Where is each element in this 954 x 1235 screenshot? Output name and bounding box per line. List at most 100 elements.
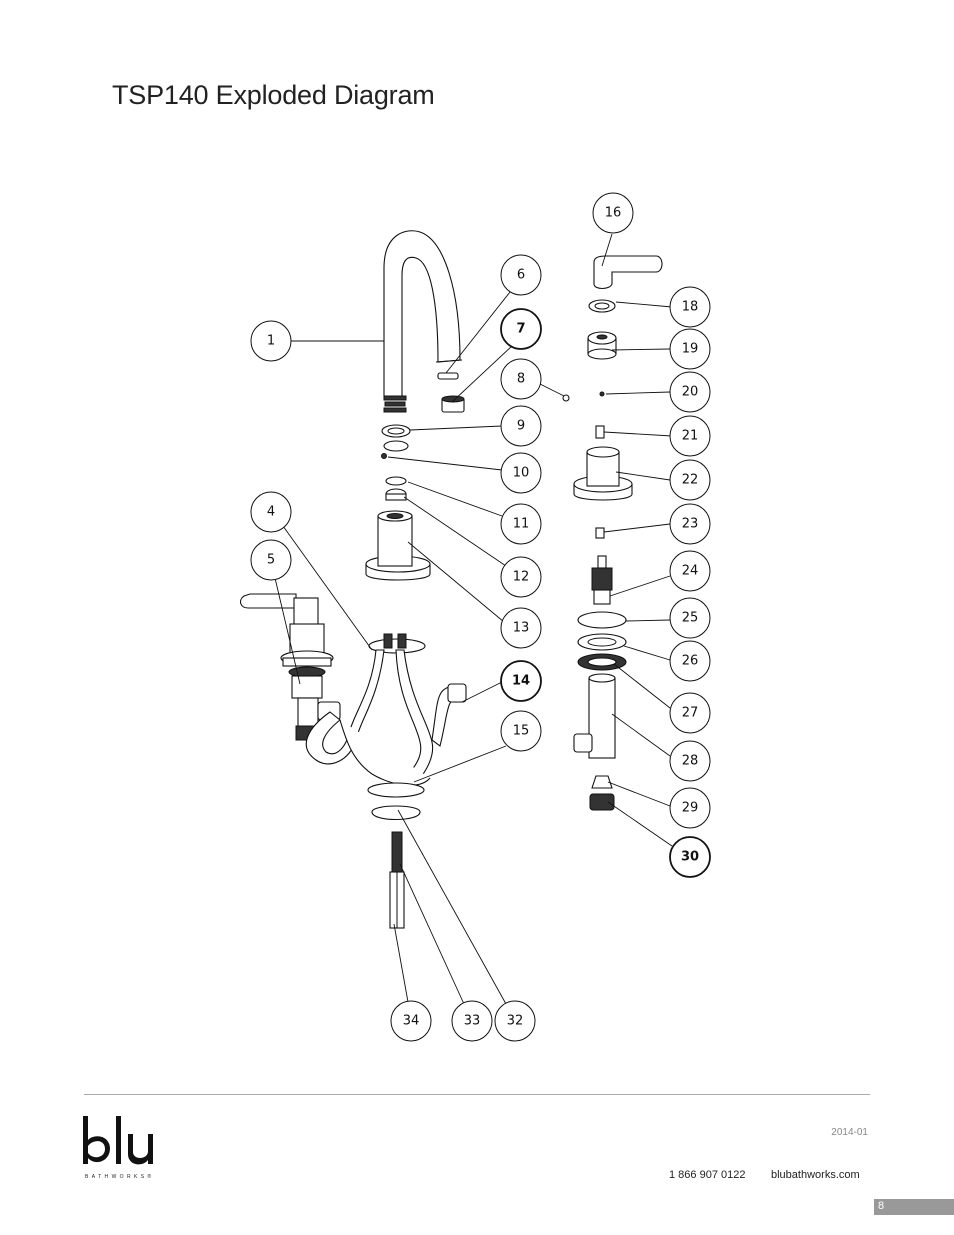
callout-label: 9 — [517, 419, 525, 434]
callout-label: 15 — [513, 724, 530, 739]
adapter-part — [587, 331, 617, 360]
pin-part — [381, 453, 387, 459]
page-title: TSP140 Exploded Diagram — [112, 80, 435, 110]
washer-25-part — [577, 611, 627, 629]
callout-circle — [669, 692, 711, 734]
callout-28: 28 — [669, 740, 711, 782]
callout-13: 13 — [500, 607, 542, 649]
hose-assembly-part — [305, 633, 467, 791]
callout-circle — [250, 320, 292, 362]
callout-label: 14 — [512, 674, 530, 689]
callout-18: 18 — [669, 286, 711, 328]
callout-label: 32 — [507, 1014, 524, 1029]
callout-circle — [669, 328, 711, 370]
callout-27: 27 — [669, 692, 711, 734]
cartridge-part — [591, 555, 613, 605]
logo-subtext: BATHWORKS® — [85, 1174, 155, 1180]
callout-label: 33 — [464, 1014, 481, 1029]
callout-circle — [669, 503, 711, 545]
callout-circle — [500, 405, 542, 447]
callout-label: 11 — [513, 517, 530, 532]
callout-circle — [250, 491, 292, 533]
callout-circle — [500, 452, 542, 494]
phone-number: 1 866 907 0122 — [669, 1169, 746, 1181]
callout-label: 34 — [403, 1014, 420, 1029]
aerator-part — [441, 395, 465, 413]
callout-circle — [390, 1000, 432, 1042]
spout-base-part — [365, 510, 431, 581]
callout-circle — [494, 1000, 536, 1042]
screw-part — [562, 394, 570, 402]
callout-circle — [669, 740, 711, 782]
callout-circle — [500, 660, 542, 702]
callout-21: 21 — [669, 415, 711, 457]
website-link[interactable]: blubathworks.com — [771, 1169, 860, 1181]
ring-part — [381, 424, 411, 438]
callout-circle — [500, 308, 542, 350]
callout-circle — [669, 640, 711, 682]
callout-label: 6 — [517, 268, 525, 283]
mounting-plate-part — [367, 782, 425, 798]
callout-20: 20 — [669, 371, 711, 413]
callout-circle — [669, 286, 711, 328]
callout-circle — [669, 597, 711, 639]
callout-label: 21 — [682, 429, 699, 444]
page-number-tab: 8 — [874, 1199, 954, 1215]
blu-logo — [83, 1116, 153, 1165]
callout-26: 26 — [669, 640, 711, 682]
callout-16: 16 — [592, 192, 634, 234]
callout-1: 1 — [250, 320, 292, 362]
callout-label: 7 — [516, 322, 525, 337]
callout-9: 9 — [500, 405, 542, 447]
cone-washer-part — [591, 775, 613, 789]
callout-circle — [250, 539, 292, 581]
callout-7: 7 — [500, 308, 542, 350]
callout-8: 8 — [500, 358, 542, 400]
callout-label: 23 — [682, 517, 699, 532]
horseshoe-washer-part — [371, 805, 421, 820]
callout-circle — [669, 415, 711, 457]
callout-circle — [669, 787, 711, 829]
right-handle-part — [593, 255, 663, 290]
callout-24: 24 — [669, 550, 711, 592]
callout-label: 8 — [517, 372, 525, 387]
set-screw-part — [599, 391, 605, 397]
washer-26-part — [577, 633, 627, 651]
callout-label: 18 — [682, 300, 699, 315]
callout-label: 13 — [513, 621, 530, 636]
callout-10: 10 — [500, 452, 542, 494]
callout-circle — [500, 358, 542, 400]
callout-label: 1 — [267, 334, 275, 349]
callout-label: 26 — [682, 654, 699, 669]
callout-label: 4 — [267, 505, 275, 520]
callout-4: 4 — [250, 491, 292, 533]
left-valve-part — [239, 593, 341, 741]
callout-29: 29 — [669, 787, 711, 829]
callout-circle — [500, 710, 542, 752]
callout-label: 10 — [513, 466, 530, 481]
callout-label: 30 — [681, 850, 699, 865]
callout-circle — [451, 1000, 493, 1042]
retaining-ring-part — [588, 299, 616, 313]
callout-label: 24 — [682, 564, 699, 579]
callout-33: 33 — [451, 1000, 493, 1042]
callout-23: 23 — [669, 503, 711, 545]
callout-label: 5 — [267, 553, 275, 568]
callout-32: 32 — [494, 1000, 536, 1042]
valve-body-part — [573, 673, 616, 759]
page-number: 8 — [878, 1200, 885, 1212]
callout-15: 15 — [500, 710, 542, 752]
callout-circle — [500, 503, 542, 545]
screw-21-part — [595, 425, 605, 439]
callout-14: 14 — [500, 660, 542, 702]
callout-circle — [500, 254, 542, 296]
footer-divider — [84, 1094, 870, 1095]
callout-label: 28 — [682, 754, 699, 769]
callouts: 1456789101112131415161819202122232425262… — [250, 192, 711, 1042]
callout-25: 25 — [669, 597, 711, 639]
callout-circle — [669, 550, 711, 592]
callout-circle — [592, 192, 634, 234]
callout-label: 27 — [682, 706, 699, 721]
callout-label: 19 — [682, 342, 699, 357]
